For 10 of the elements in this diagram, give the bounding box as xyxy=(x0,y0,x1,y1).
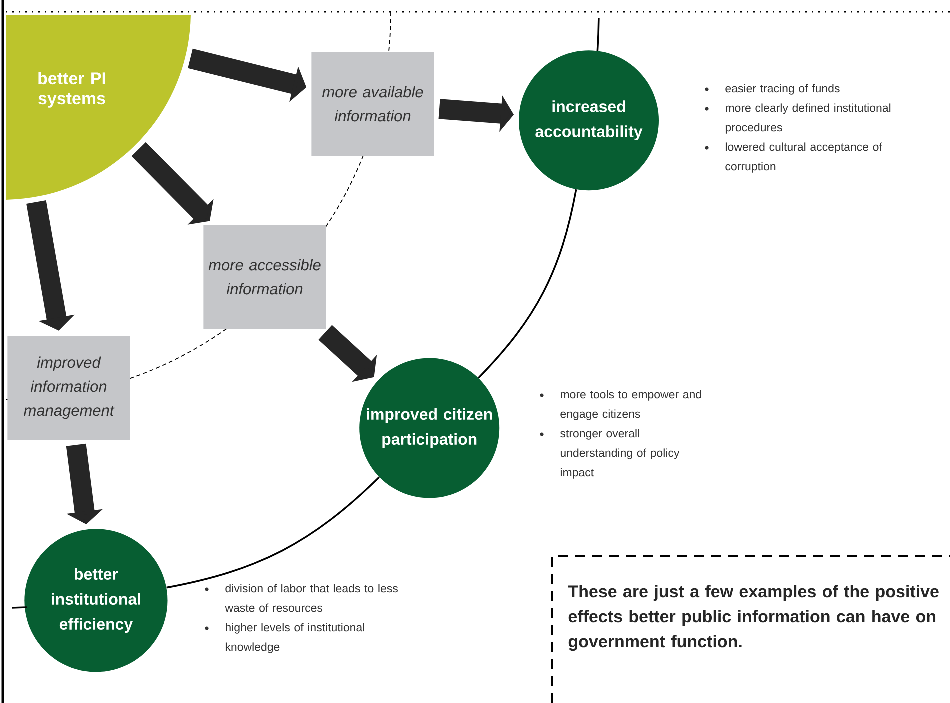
arc-line xyxy=(166,476,380,589)
bullet-list: more tools to empower and engage citizens stronger overall understanding of policy impact xyxy=(540,390,702,479)
bullet-list: easier tracing of funds more clearly defined institutional procedures lowered cultural acceptance of corruption xyxy=(705,84,891,173)
info-box: more available information xyxy=(312,52,434,156)
note-box: These are just a few examples of the positive effects better public information can have on government function. xyxy=(551,555,950,703)
bullet-list: division of labor that leads to less waste of resources higher levels of institutional knowledge xyxy=(205,584,398,654)
info-box: improved information management xyxy=(8,336,130,440)
info-box: more accessible information xyxy=(204,225,326,329)
block-arrow xyxy=(26,200,75,331)
arc-line xyxy=(478,189,578,379)
